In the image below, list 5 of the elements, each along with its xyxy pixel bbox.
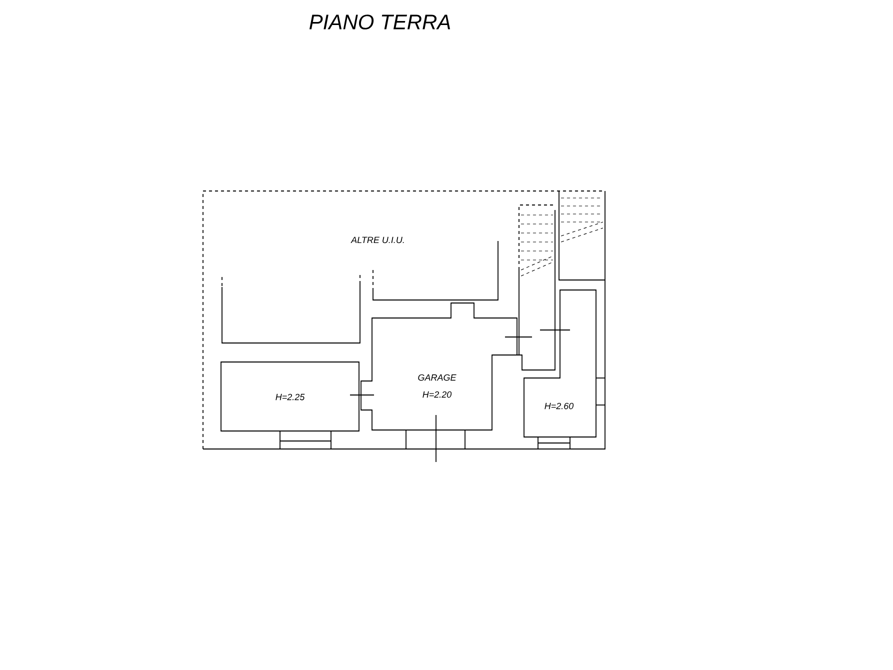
room: GARAGE H=2.20 xyxy=(360,302,518,430)
room: H=2.25 xyxy=(220,362,360,432)
room: H=2.60 xyxy=(524,290,596,438)
title: PIANO TERRA xyxy=(309,14,450,30)
area-label: ALTRE U.I.U. xyxy=(350,236,404,244)
